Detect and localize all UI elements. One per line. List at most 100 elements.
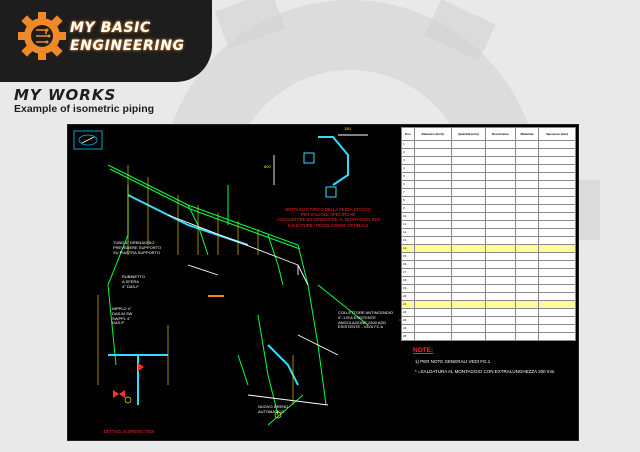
bom-cell: 11 xyxy=(401,220,415,229)
bom-cell xyxy=(514,292,540,301)
bom-cell xyxy=(485,316,516,325)
bom-cell: 10 xyxy=(401,212,415,221)
bom-cell xyxy=(450,204,487,213)
bom-cell xyxy=(514,156,540,165)
bom-cell xyxy=(413,260,452,269)
bom-cell xyxy=(514,212,540,221)
bom-row: 6 xyxy=(401,180,576,189)
bom-cell xyxy=(538,148,576,157)
bom-cell xyxy=(514,172,540,181)
bom-row: 14 xyxy=(401,244,576,253)
bom-cell xyxy=(450,164,487,173)
bom-header-cell: Diametro (inch) xyxy=(413,127,452,141)
bom-cell xyxy=(450,236,487,245)
red-note-line-2: PER VALVOLE SPECIFICHE xyxy=(300,212,356,218)
bom-cell xyxy=(413,300,452,309)
bom-header-cell: Pos xyxy=(401,127,415,141)
bom-row: 7 xyxy=(401,188,576,197)
bom-cell: 4 xyxy=(401,164,415,173)
bom-cell xyxy=(485,292,516,301)
bom-cell xyxy=(450,332,487,341)
bom-cell xyxy=(450,156,487,165)
bom-row: 21 xyxy=(401,300,576,309)
bom-cell xyxy=(538,228,576,237)
bom-cell xyxy=(413,316,452,325)
bom-cell xyxy=(485,140,516,149)
bom-cell xyxy=(538,156,576,165)
bom-cell: 23 xyxy=(401,316,415,325)
bom-header-cell: Quantità (n/m) xyxy=(450,127,487,141)
bom-cell xyxy=(450,172,487,181)
bom-cell xyxy=(450,180,487,189)
bom-cell: 14 xyxy=(401,244,415,253)
bom-header-cell: Spessore (mm) xyxy=(538,127,576,141)
bom-cell xyxy=(538,244,576,253)
bom-cell xyxy=(485,188,516,197)
callout-red-note: DETTAGLIO TIPICO DELLA PEZZA STACCO PER … xyxy=(258,207,398,228)
bom-cell xyxy=(538,212,576,221)
nipple-label-3: SWPPL 4" xyxy=(112,315,131,321)
bom-row: 15 xyxy=(401,252,576,261)
collector-label: COLLETTORE ANTINCENDIO 4"-17EA ESISTENTE… xyxy=(338,310,393,330)
bom-cell xyxy=(514,260,540,269)
bom-cell xyxy=(413,332,452,341)
drain-pipe-label: TUBO 4" DRENAGGIO PREVEDERE SUPPORTO SU … xyxy=(113,240,161,255)
brand-line-1: MY BASIC xyxy=(70,20,151,36)
bom-header-cell: Materiale xyxy=(514,127,540,141)
bom-cell: 13 xyxy=(401,236,415,245)
bom-row: 9 xyxy=(401,204,576,213)
bom-cell xyxy=(538,300,576,309)
bom-row: 5 xyxy=(401,172,576,181)
red-note-line-1: DETTAGLIO TIPICO DELLA PEZZA STACCO xyxy=(285,207,371,212)
bom-cell xyxy=(514,308,540,317)
bom-cell xyxy=(413,220,452,229)
bom-row: 19 xyxy=(401,284,576,293)
bom-cell xyxy=(485,284,516,293)
bom-cell xyxy=(538,268,576,277)
bom-row: 3 xyxy=(401,156,576,165)
collector-label-2: 4"-17EA ESISTENTE xyxy=(338,314,376,320)
bom-cell: 2 xyxy=(401,148,415,157)
bom-cell xyxy=(538,332,576,341)
ball-label-3: 4" DAS-F xyxy=(122,283,139,289)
dim-150: 150 xyxy=(344,126,351,131)
bom-cell: 3 xyxy=(401,156,415,165)
bom-cell xyxy=(413,148,452,157)
bom-cell xyxy=(413,164,452,173)
bom-cell xyxy=(413,228,452,237)
bom-cell xyxy=(514,220,540,229)
bom-cell xyxy=(538,204,576,213)
bom-row: 22 xyxy=(401,308,576,317)
bom-cell xyxy=(413,308,452,317)
bom-cell xyxy=(485,276,516,285)
bom-cell xyxy=(450,316,487,325)
bom-cell: 22 xyxy=(401,308,415,317)
bom-cell xyxy=(413,204,452,213)
red-note-line-4: SALDATURE / REGOLAZIONE OTTIMALE xyxy=(287,222,369,228)
bom-cell xyxy=(538,292,576,301)
collector-label-4: ESISTENTE - VEDI FC.6 xyxy=(338,324,383,330)
brand-line-2: ENGINEERING xyxy=(70,38,185,54)
bom-cell xyxy=(538,140,576,149)
bom-cell xyxy=(514,204,540,213)
note-line-2: * =SALDATURA AL MONTAGGIO CON EXTRALUNGH… xyxy=(415,369,555,374)
bom-cell xyxy=(485,148,516,157)
bom-cell xyxy=(450,196,487,205)
bom-cell xyxy=(413,212,452,221)
red-note-line-3: =AGGIUSTARE ED ORIENTARE AL MONTAGGIO PE… xyxy=(275,217,381,223)
bom-cell xyxy=(413,284,452,293)
bom-cell xyxy=(485,324,516,333)
bom-cell xyxy=(450,148,487,157)
bom-cell xyxy=(514,188,540,197)
bom-cell xyxy=(538,196,576,205)
nipple-label-1: NIPPLO 4" xyxy=(112,306,132,311)
bom-cell xyxy=(450,276,487,285)
bom-row: 8 xyxy=(401,196,576,205)
bom-cell xyxy=(413,188,452,197)
bom-cell xyxy=(413,140,452,149)
gear-logo-icon xyxy=(18,12,66,60)
bom-row: 12 xyxy=(401,228,576,237)
isometric-piping-lines xyxy=(73,130,576,426)
bom-cell: 24 xyxy=(401,324,415,333)
